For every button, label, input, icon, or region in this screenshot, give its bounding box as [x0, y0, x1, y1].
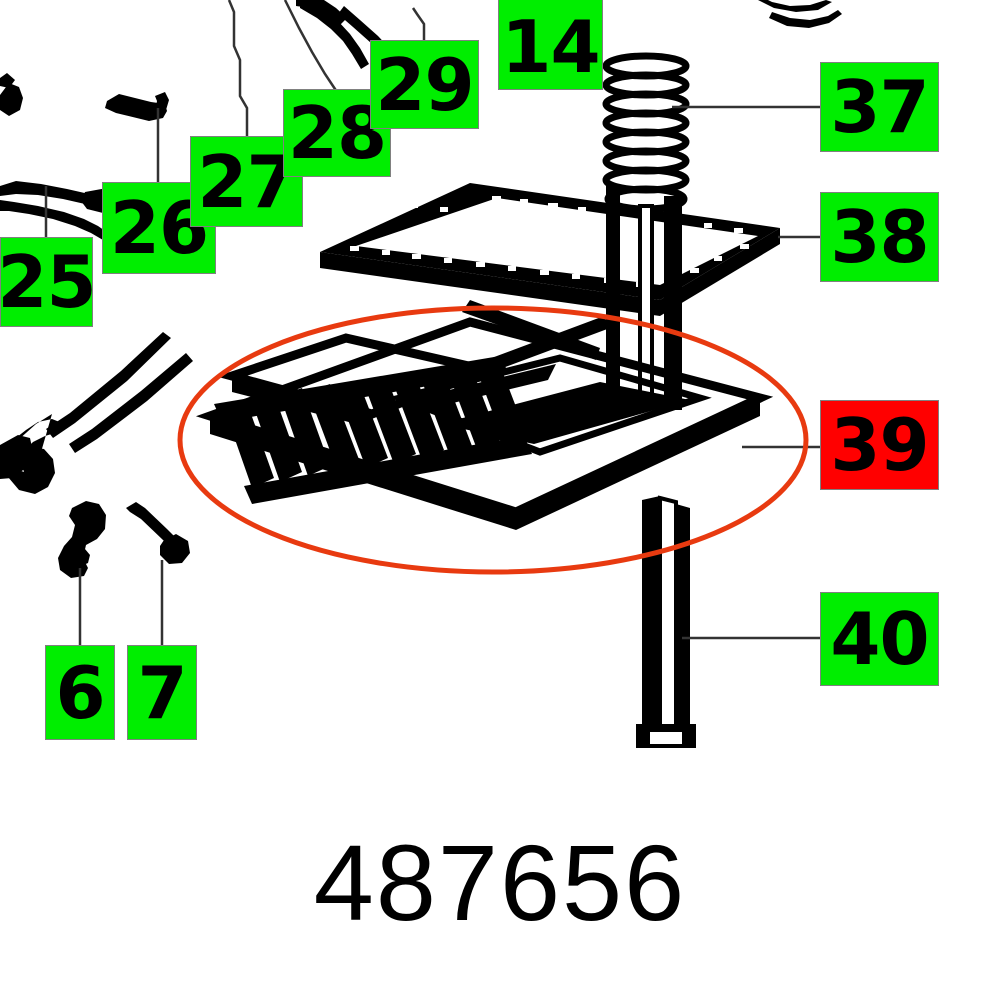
center-shaft-b: [664, 196, 682, 410]
lever-bracket-6: [58, 501, 106, 578]
screw-part-26: [105, 92, 169, 121]
callout-38[interactable]: 38: [820, 192, 939, 282]
callout-39-label: 39: [830, 403, 929, 487]
callout-40-label: 40: [830, 597, 929, 681]
leader-28: [283, 0, 339, 93]
top-linkage-knob: [296, 0, 347, 26]
callout-6-label: 6: [55, 650, 105, 735]
part-fragment-topleft-2: [0, 73, 15, 88]
selected-part-ellipse: [177, 305, 809, 575]
wrench-head-left: [7, 414, 62, 494]
callout-40[interactable]: 40: [820, 592, 939, 686]
clip-part-25b: [0, 200, 108, 240]
callout-25-label: 25: [0, 240, 97, 324]
callout-14-label: 14: [501, 5, 600, 89]
screw-bolt-7: [126, 502, 190, 564]
callout-39-selected[interactable]: 39: [820, 400, 939, 490]
callout-7[interactable]: 7: [127, 645, 197, 740]
part-artwork-group: [0, 0, 842, 748]
top-linkage-arm: [300, 0, 369, 69]
callout-25[interactable]: 25: [0, 237, 97, 327]
callout-29-label: 29: [375, 42, 474, 127]
diagram-caption-number: 487656: [313, 822, 687, 943]
wrench-part-left-2: [69, 353, 193, 453]
center-shaft-a: [606, 186, 620, 400]
callout-29[interactable]: 29: [370, 40, 479, 129]
callout-27[interactable]: 27: [190, 136, 303, 227]
leader-27: [227, 0, 249, 138]
wrench-part-left: [46, 332, 171, 438]
part-fragment-topright-2: [769, 10, 842, 28]
callout-37-label: 37: [830, 65, 929, 149]
guide-rod-40: [636, 495, 696, 748]
scissor-linkage-2: [470, 316, 610, 378]
callout-27-label: 27: [197, 139, 296, 224]
callout-14[interactable]: 14: [498, 0, 603, 90]
callout-37[interactable]: 37: [820, 62, 939, 152]
callout-38-label: 38: [830, 195, 929, 279]
callout-7-label: 7: [137, 650, 187, 735]
upper-frame-plate-38: [320, 183, 780, 316]
base-plate-filter-assembly-39: [195, 317, 774, 530]
leader-29: [411, 7, 426, 42]
part-fragment-topleft: [0, 83, 23, 116]
wrench-fragment-left: [0, 435, 33, 479]
part-fragment-topright: [758, 0, 832, 12]
callout-6[interactable]: 6: [45, 645, 115, 740]
coil-spring-37: [602, 52, 690, 213]
